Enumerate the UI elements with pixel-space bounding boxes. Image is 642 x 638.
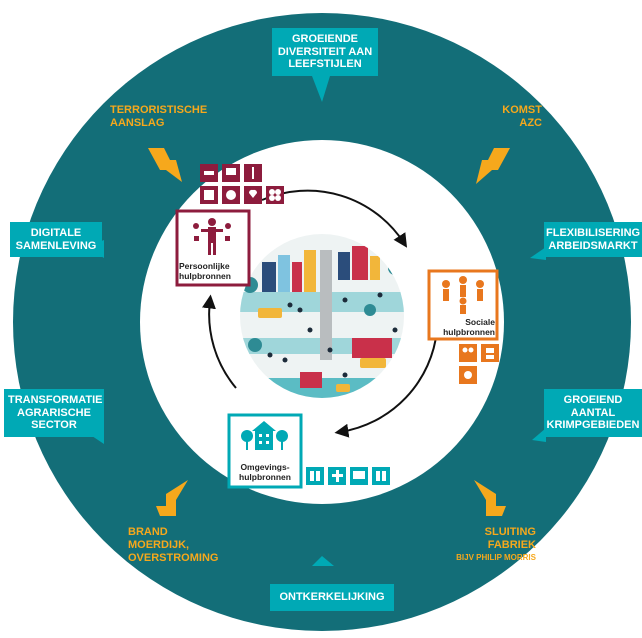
pointer-right-lower — [532, 428, 546, 442]
force-right-lower-line-2: AANTAL — [570, 406, 616, 419]
lightning-icon-bottom-right — [474, 480, 506, 516]
force-left-lower-line-3: SECTOR — [31, 419, 77, 431]
environment-icons-grid — [306, 467, 390, 485]
city-scene — [240, 234, 404, 398]
environment-resources-label: Omgevings- hulpbronnen — [231, 462, 299, 482]
lightning-icon-top-right — [476, 148, 510, 184]
person-juggling-icon — [193, 218, 231, 255]
event-top-left-line-2: AANSLAG — [110, 117, 165, 129]
force-right-upper-line-1: FLEXIBILISERING — [546, 227, 641, 239]
event-bottom-right-line-3: BIJV PHILIP MORRIS — [456, 553, 536, 562]
force-top-line-1: GROEIENDE — [291, 33, 358, 45]
clover-icon — [266, 186, 284, 204]
lightning-icons — [148, 148, 510, 516]
personal-icons-grid — [200, 164, 284, 204]
event-bottom-right-line-1: SLUITING — [484, 526, 536, 538]
environment-resources-card — [227, 413, 303, 489]
event-bottom-right-line-2: FABRIEK — [487, 539, 536, 551]
force-right-upper-line-2: ARBEIDSMARKT — [548, 239, 638, 252]
people-icon — [459, 344, 477, 362]
directory-icon — [372, 467, 390, 485]
event-bottom-left-line-1: BRAND — [128, 526, 168, 538]
force-box-top: GROEIENDE DIVERSITEIT AAN LEEFSTIJLEN — [272, 28, 378, 76]
pointer-bottom — [312, 556, 334, 566]
arrow-environment-to-personal — [202, 294, 237, 389]
event-top-left-line-1: TERRORISTISCHE — [110, 104, 208, 116]
event-bottom-left-line-3: OVERSTROMING — [128, 552, 219, 564]
force-top-line-3: LEEFSTIJLEN — [288, 58, 362, 70]
personal-label-line-2: hulpbronnen — [179, 270, 231, 281]
event-bottom-left: BRAND MOERDIJK, OVERSTROMING — [128, 526, 218, 565]
event-bottom-right: SLUITING FABRIEK BIJV PHILIP MORRIS — [430, 526, 536, 563]
force-left-upper-line-1: DIGITALE — [30, 227, 82, 239]
personal-resources-label: Persoonlijke hulpbronnen — [179, 261, 247, 281]
elevator-icon — [306, 467, 324, 485]
event-top-right-line-2: AZC — [519, 117, 542, 129]
force-box-right-lower: GROEIEND AANTAL KRIMPGEBIEDEN — [544, 389, 642, 437]
force-box-bottom: ONTKERKELIJKING — [270, 584, 394, 611]
personal-resources-card — [175, 209, 251, 287]
social-network-icon — [442, 276, 484, 314]
arrow-social-to-environment — [334, 329, 438, 438]
environment-label-line-2: hulpbronnen — [239, 471, 291, 482]
force-right-lower-line-3: KRIMPGEBIEDEN — [546, 419, 640, 431]
event-top-right-line-1: KOMST — [502, 104, 542, 116]
force-box-right-upper: FLEXIBILISERING ARBEIDSMARKT — [544, 222, 642, 257]
personal-label-line-1: Persoonlijke — [179, 261, 230, 271]
force-box-left-upper: DIGITALE SAMENLEVING — [10, 222, 102, 257]
social-label-line-2: hulpbronnen — [443, 326, 495, 337]
force-left-upper-line-2: SAMENLEVING — [15, 239, 97, 252]
social-label-line-1: Sociale — [465, 317, 495, 327]
force-top-line-2: DIVERSITEIT AAN — [277, 45, 373, 58]
pointer-right-upper — [530, 247, 546, 260]
force-left-lower-line-1: TRANSFORMATIE — [8, 394, 103, 406]
pointer-top — [312, 76, 330, 102]
social-resources-card — [427, 269, 499, 341]
event-bottom-left-line-2: MOERDIJK, — [128, 539, 190, 551]
force-bottom-line-1: ONTKERKELIJKING — [279, 591, 385, 603]
social-resources-label: Sociale hulpbronnen — [431, 317, 495, 337]
force-right-lower-line-1: GROEIEND — [563, 394, 623, 406]
lightning-icon-bottom-left — [156, 480, 188, 516]
force-box-left-lower: TRANSFORMATIE AGRARISCHE SECTOR — [4, 389, 104, 437]
environment-label-line-1: Omgevings- — [240, 462, 290, 472]
event-top-right: KOMST AZC — [494, 104, 542, 130]
social-icons-grid — [459, 344, 499, 384]
force-left-lower-line-2: AGRARISCHE — [17, 406, 91, 419]
event-top-left: TERRORISTISCHE AANSLAG — [110, 104, 207, 130]
lightning-icon-top-left — [148, 148, 182, 182]
